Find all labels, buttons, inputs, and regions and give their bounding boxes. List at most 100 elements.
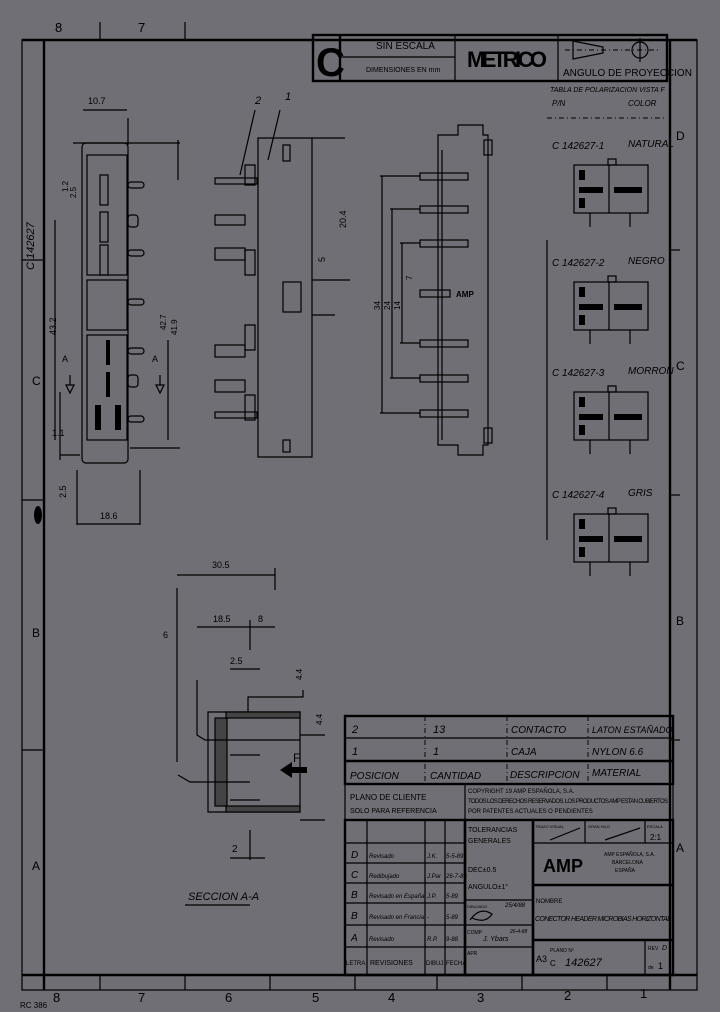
part-pos: 2 — [351, 724, 358, 736]
zone-label-right: A — [676, 841, 684, 855]
system-label: METRICO — [467, 47, 547, 72]
drawing-no-label: PLANO Nº — [550, 948, 574, 954]
checked-label: COMP — [467, 930, 483, 936]
rev-date: 9-88 — [446, 937, 459, 943]
projection-label: ANGULO DE PROYECCION — [563, 68, 692, 79]
part-pos: 1 — [352, 746, 358, 758]
dim-top-offset: 4.4 — [295, 668, 304, 680]
amp-logo: AMP — [543, 856, 583, 876]
zone-label-left: C — [32, 374, 41, 388]
company-block: TRAZO VISUAL GRAN HILO ESCALA 2:1 AMP AM… — [531, 818, 675, 977]
zone-label-left: B — [32, 626, 40, 640]
view-f-label: F — [293, 751, 300, 765]
dim-overall-length: 30.5 — [212, 560, 230, 570]
drawn-label: DIBUJADO — [467, 904, 487, 909]
dim-tail: 6 — [163, 630, 168, 640]
title-block-top: C SIN ESCALA DIMENSIONES EN mm METRICO A… — [311, 33, 692, 85]
rev-letter: D — [351, 850, 358, 861]
dim-base: 2.5 — [58, 485, 68, 498]
drawing-number: 142627 — [565, 957, 603, 969]
rev-header-letter: LETRA — [346, 961, 365, 967]
rear-view: AMP 34 24 14 7 — [373, 124, 493, 456]
zone-label-bottom: 8 — [53, 990, 60, 1005]
rev-letter: A — [350, 933, 358, 944]
zone-label-left: A — [32, 859, 40, 873]
section-view: 30.5 18.5 8 6 2.5 4.4 2 4.4 F SECCION A-… — [163, 560, 325, 906]
polarization-title: TABLA DE POLARIZACION VISTA F — [550, 87, 665, 94]
tolerance-angle: ANGULO±1° — [468, 883, 508, 891]
sheet-label: de — [648, 965, 654, 971]
rev-by: J.Par — [426, 874, 442, 880]
side-reference: C 142627 — [25, 221, 37, 270]
company-name: AMP ESPAÑOLA, S.A. — [604, 851, 655, 858]
part-desc: CONTACTO — [511, 725, 566, 736]
leader-item-2: 2 — [254, 95, 261, 107]
size-letter: C — [316, 41, 345, 85]
trace-label: TRAZO VISUAL — [535, 824, 565, 829]
copyright-line: TODOS LOS DERECHOS RESERVADOS. LOS PRODU… — [468, 799, 668, 805]
zone-label-bottom: 1 — [640, 986, 647, 1001]
dim-offset: 1.1 — [52, 428, 65, 438]
dim-pitch-2: 2.5 — [69, 186, 78, 198]
rev-header-text: REVISIONES — [370, 960, 413, 967]
zone-label-right: B — [676, 614, 684, 628]
client-note: PLANO DE CLIENTE — [350, 793, 426, 802]
side-view: 2 1 20.4 5 — [214, 91, 350, 458]
variant-color: MORRON — [628, 366, 674, 377]
zone-label-bottom: 6 — [225, 990, 232, 1005]
front-view: 10.7 1.2 2.5 43.2 42.7 41.9 1.1 2.5 18.6… — [48, 96, 180, 525]
rev-date: 26-7-89 — [445, 874, 467, 880]
dim-rear-34: 34 — [373, 301, 382, 310]
dim-depth: 18.6 — [100, 511, 118, 521]
dim-side-offset: 5 — [317, 257, 327, 262]
rev-by: R.P. — [427, 937, 438, 943]
rev-header-date: FECHA — [446, 961, 466, 967]
dim-pin-span-2: 41.9 — [170, 319, 179, 335]
reference-note: SOLO PARA REFERENCIA — [350, 808, 437, 815]
dim-width-top: 10.7 — [88, 96, 106, 106]
rev-date: 5-5-89 — [446, 854, 464, 860]
dim-rear-7: 7 — [405, 275, 414, 280]
view-f-arrow — [280, 762, 307, 778]
dim-side-offset-2: 4.4 — [315, 713, 324, 725]
variant-color: GRIS — [628, 488, 653, 499]
rev-letter: B — [351, 890, 358, 901]
revisions-table — [343, 818, 467, 977]
dim-base-2: 2 — [232, 844, 238, 855]
rev-letter: B — [351, 911, 358, 922]
scale-value: 2:1 — [650, 833, 662, 842]
rev-label: REV — [648, 946, 659, 952]
notes-block: PLANO DE CLIENTE SOLO PARA REFERENCIA CO… — [344, 783, 674, 821]
zone-label-bottom: 7 — [138, 990, 145, 1005]
copyright-line: POR PATENTES ACTUALES O PENDIENTES — [468, 809, 593, 815]
rev-by: J.P. — [426, 894, 437, 900]
variant-pn: C 142627-2 — [552, 258, 605, 269]
zone-label-bottom: 4 — [388, 990, 395, 1005]
header-desc: DESCRIPCION — [510, 770, 580, 781]
rev-date: 5-89 — [446, 915, 459, 921]
tolerance-dec: DEC±0.5 — [468, 867, 496, 874]
variant-pn: C 142627-3 — [552, 368, 605, 379]
part-qty: 1 — [433, 746, 439, 758]
section-title: SECCION A-A — [188, 891, 259, 903]
dim-pitch-section: 2.5 — [230, 656, 243, 666]
rev-text: Revisado — [369, 854, 395, 860]
company-country: ESPAÑA — [615, 867, 636, 874]
dim-pin-span: 42.7 — [159, 314, 168, 330]
part-material: LATON ESTAÑADO — [592, 725, 673, 735]
variant-color: NATURAL — [628, 139, 674, 150]
amp-mark: AMP — [456, 290, 474, 299]
header-pos: POSICION — [350, 771, 400, 782]
drawn-date: 25/4/88 — [504, 903, 526, 909]
dim-rear-24: 24 — [383, 301, 392, 310]
rev-value: D — [662, 945, 667, 952]
dim-rear-14: 14 — [393, 301, 402, 310]
zone-label-bottom: 5 — [312, 990, 319, 1005]
drawing-frame — [21, 39, 698, 991]
checked-date: 26-4-88 — [509, 929, 527, 935]
part-desc: CAJA — [511, 747, 537, 758]
